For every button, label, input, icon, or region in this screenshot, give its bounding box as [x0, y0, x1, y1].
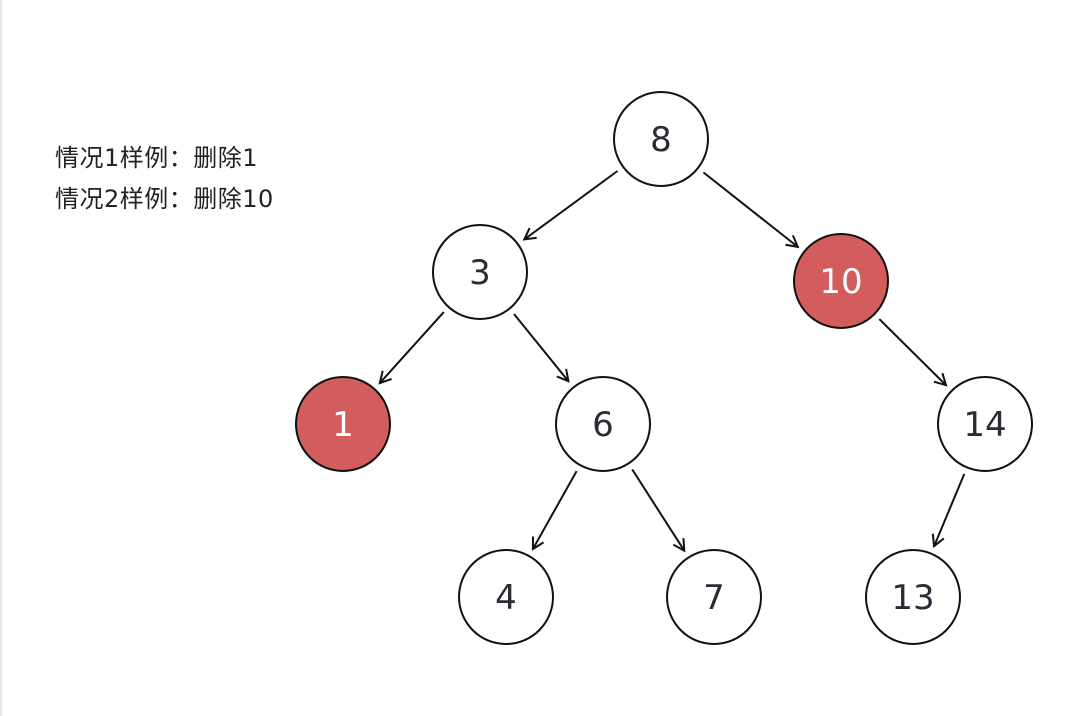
notes: 情况1样例：删除1 情况2样例：删除10 — [55, 138, 274, 220]
edges — [380, 170, 966, 551]
edge-6-to-4 — [533, 470, 578, 549]
tree-node-14: 14 — [937, 376, 1033, 472]
edge-8-to-3 — [524, 170, 619, 239]
note-case-1: 情况1样例：删除1 — [55, 144, 259, 172]
node-circle — [458, 549, 554, 645]
node-circle — [666, 549, 762, 645]
node-circle — [613, 91, 709, 187]
note-case-2: 情况2样例：删除10 — [55, 185, 274, 213]
node-circle — [432, 224, 528, 320]
node-label: 14 — [963, 405, 1006, 445]
node-circle — [937, 376, 1033, 472]
node-label: 10 — [819, 262, 862, 302]
tree-node-4: 4 — [458, 549, 554, 645]
edge-8-to-10 — [702, 171, 797, 247]
node-circle — [865, 549, 961, 645]
node-circle — [555, 376, 651, 472]
nodes: 8 3 10 1 6 14 4 7 13 — [295, 91, 1033, 645]
left-border — [0, 0, 2, 716]
tree-node-1: 1 — [295, 376, 391, 472]
node-label: 3 — [469, 253, 491, 293]
node-label: 8 — [650, 120, 672, 160]
node-circle — [295, 376, 391, 472]
node-circle — [793, 233, 889, 329]
node-label: 1 — [332, 405, 354, 445]
edge-3-to-1 — [380, 311, 445, 383]
tree-node-10: 10 — [793, 233, 889, 329]
edge-6-to-7 — [631, 468, 684, 550]
node-label: 4 — [495, 578, 517, 618]
edge-10-to-14 — [878, 318, 946, 385]
node-label: 7 — [703, 578, 725, 618]
node-label: 13 — [891, 578, 934, 618]
tree-node-7: 7 — [666, 549, 762, 645]
tree-node-3: 3 — [432, 224, 528, 320]
tree-node-8: 8 — [613, 91, 709, 187]
edge-14-to-13 — [934, 473, 966, 546]
tree-node-6: 6 — [555, 376, 651, 472]
edge-3-to-6 — [513, 313, 568, 381]
node-label: 6 — [592, 405, 614, 445]
tree-node-13: 13 — [865, 549, 961, 645]
